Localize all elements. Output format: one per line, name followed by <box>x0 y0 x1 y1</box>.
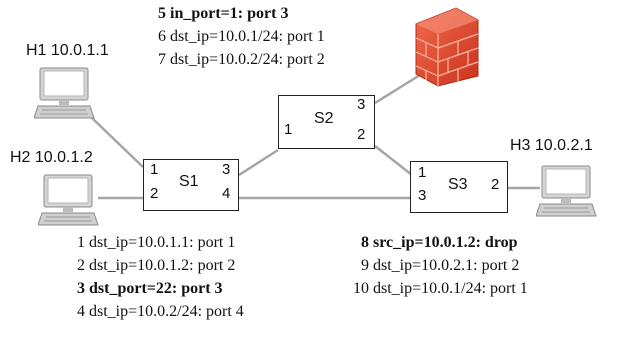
link-s1-s2 <box>238 148 279 177</box>
s3-port-1: 1 <box>418 164 427 181</box>
s2-rule-table: 5 in_port=1: port 3 6 dst_ip=10.0.1/24: … <box>158 2 325 71</box>
computer-icon <box>536 165 597 217</box>
s3-port-3: 3 <box>418 187 427 204</box>
computer-icon <box>38 174 99 226</box>
s1-port-3: 3 <box>222 161 231 178</box>
s2-rule-7: 7 dst_ip=10.0.2/24: port 2 <box>158 51 325 68</box>
switch-s3 <box>410 161 508 213</box>
s1-rule-3: 3 dst_port=22: port 3 <box>77 280 223 297</box>
s3-rule-table: 8 src_ip=10.0.1.2: drop 9 dst_ip=10.0.2.… <box>353 231 528 300</box>
switch-s1 <box>143 159 239 211</box>
switch-s2 <box>278 95 375 149</box>
s1-rule-table: 1 dst_ip=10.0.1.1: port 1 2 dst_ip=10.0.… <box>77 231 244 323</box>
s1-port-4: 4 <box>222 185 231 202</box>
s1-rule-1: 1 dst_ip=10.0.1.1: port 1 <box>77 234 236 251</box>
s2-port-3: 3 <box>357 96 366 113</box>
s2-name: S2 <box>314 110 334 127</box>
s2-rule-5: 5 in_port=1: port 3 <box>158 5 289 22</box>
s1-port-2: 2 <box>150 185 159 202</box>
s2-port-1: 1 <box>284 121 293 138</box>
link-s2-firewall <box>374 73 421 105</box>
s3-name: S3 <box>448 176 468 193</box>
s1-name: S1 <box>179 173 199 190</box>
host-h1-label: H1 10.0.1.1 <box>26 42 109 59</box>
link-s2-s3 <box>374 145 413 176</box>
host-h3-label: H3 10.0.2.1 <box>510 137 593 154</box>
s1-rule-2: 2 dst_ip=10.0.1.2: port 2 <box>77 257 236 274</box>
computer-icon <box>34 67 95 119</box>
s2-port-2: 2 <box>357 126 366 143</box>
s3-port-2: 2 <box>491 176 500 193</box>
link-h1-s1 <box>91 117 144 168</box>
s2-rule-6: 6 dst_ip=10.0.1/24: port 1 <box>158 28 325 45</box>
s1-rule-4: 4 dst_ip=10.0.2/24: port 4 <box>77 303 244 320</box>
s3-rule-8: 8 src_ip=10.0.1.2: drop <box>361 234 518 251</box>
firewall-icon <box>415 7 479 87</box>
s3-rule-9: 9 dst_ip=10.0.2.1: port 2 <box>361 257 520 274</box>
s3-rule-10: 10 dst_ip=10.0.1/24: port 1 <box>353 280 528 297</box>
s1-port-1: 1 <box>150 161 159 178</box>
host-h2-label: H2 10.0.1.2 <box>10 149 93 166</box>
